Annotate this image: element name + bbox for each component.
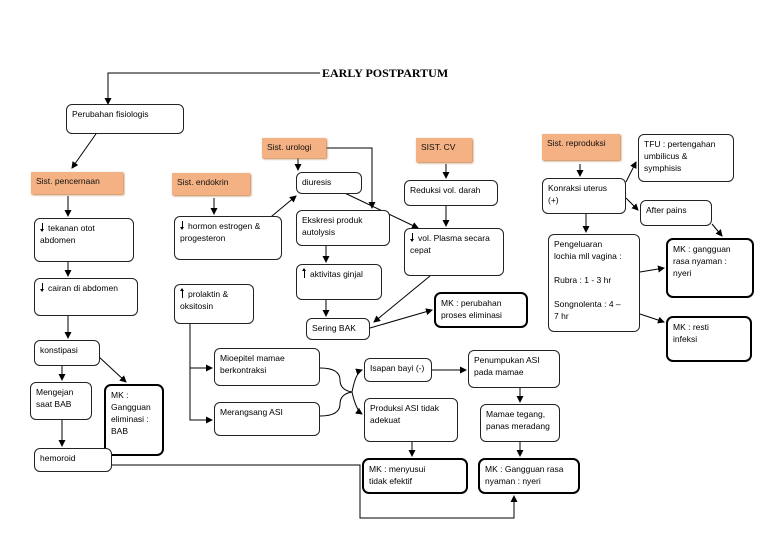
node-hormon: hormon estrogen & progesteron — [174, 216, 282, 260]
node-tfu: TFU : pertengahan umbilicus & symphisis — [638, 134, 734, 182]
link-perubahan-pencernaan — [71, 130, 99, 169]
node-reduksi-darah: Reduksi vol. darah — [404, 180, 498, 206]
link-afterpains-mknyaman2 — [711, 223, 723, 237]
node-isapan-bayi: Isapan bayi (-) — [364, 358, 432, 382]
link-brace — [319, 367, 353, 417]
node-mk-gangguan-eliminasi-bab: MK : Gangguan eliminasi : BAB — [104, 384, 164, 456]
decrease-arrow-icon — [40, 223, 46, 232]
link-seringbak-mk — [369, 308, 433, 329]
node-mk-resti-infeksi: MK : resti infeksi — [666, 316, 752, 362]
node-produksi-asi: Produksi ASI tidak adekuat — [364, 398, 458, 442]
node-mamae-tegang: Mamae tegang, panas meradang — [480, 404, 560, 442]
increase-arrow-icon — [302, 268, 308, 278]
node-ekskresi: Ekskresi produk autolysis — [296, 210, 390, 246]
node-prolaktin: prolaktin & oksitosin — [174, 284, 254, 324]
link-pengeluaran-mkinfeksi — [639, 313, 665, 324]
node-konstipasi: konstipasi — [34, 340, 100, 366]
decrease-arrow-icon — [40, 283, 46, 292]
node-sist-reproduksi: Sist. reproduksi — [542, 134, 620, 160]
link-konraksi-afterpains — [625, 197, 639, 211]
link-konraksi-tfu — [625, 161, 637, 183]
link-brace-produksi — [351, 391, 363, 415]
node-perubahan-fisiologis: Perubahan fisiologis — [66, 104, 184, 134]
node-tekanan-otot: tekanan otot abdomen — [34, 218, 134, 262]
link-urologi-ekskresi — [326, 147, 376, 209]
node-mioepitel: Mioepitel mamae berkontraksi — [214, 348, 320, 386]
decrease-arrow-icon — [410, 233, 416, 242]
node-sering-bak: Sering BAK — [306, 318, 370, 340]
node-mk-menyusui: MK : menyusui tidak efektif — [362, 458, 468, 494]
link-hemoroid-mknyaman — [112, 464, 518, 519]
diagram-title: EARLY POSTPARTUM — [322, 66, 449, 80]
node-diuresis: diuresis — [296, 172, 362, 194]
link-volplasma-seringbak — [373, 275, 431, 323]
link-pengeluaran-mknyaman2 — [639, 265, 665, 273]
node-cairan-abdomen: cairan di abdomen — [34, 278, 138, 316]
link-title-perubahan — [104, 72, 320, 105]
link-brace-isapan — [351, 368, 363, 393]
increase-arrow-icon — [180, 288, 186, 298]
node-mk-gangguan-nyaman-1: MK : Gangguan rasa nyaman : nyeri — [478, 458, 580, 494]
node-merangsang-asi: Merangsang ASI — [214, 402, 320, 436]
decrease-arrow-icon — [180, 221, 186, 230]
node-aktivitas-ginjal: aktivitas ginjal — [296, 264, 382, 300]
node-hemoroid: hemoroid — [34, 448, 112, 472]
node-sist-pencernaan: Sist. pencernaan — [31, 172, 123, 194]
link-konstipasi-mkbab — [97, 355, 127, 383]
node-after-pains: After pains — [640, 200, 712, 226]
node-pengeluaran-lochia: Pengeluaran lochia mll vagina : Rubra : … — [548, 234, 640, 332]
node-mengejan: Mengejan saat BAB — [30, 382, 92, 420]
node-penumpukan-asi: Penumpukan ASI pada mamae — [468, 350, 560, 388]
node-vol-plasma: vol. Plasma secara cepat — [404, 228, 504, 276]
link-prolaktin-split — [189, 318, 213, 424]
node-sist-endokrin: Sist. endokrin — [172, 173, 250, 195]
node-mk-perubahan-eliminasi: MK : perubahan proses eliminasi — [434, 292, 528, 328]
node-sist-urologi: Sist. urologi — [262, 138, 326, 158]
node-konraksi-uterus: Konraksi uterus (+) — [542, 178, 626, 214]
node-sist-cv: SIST. CV — [416, 138, 472, 162]
node-mk-gangguan-nyaman-2: MK : gangguan rasa nyaman : nyeri — [666, 238, 754, 298]
